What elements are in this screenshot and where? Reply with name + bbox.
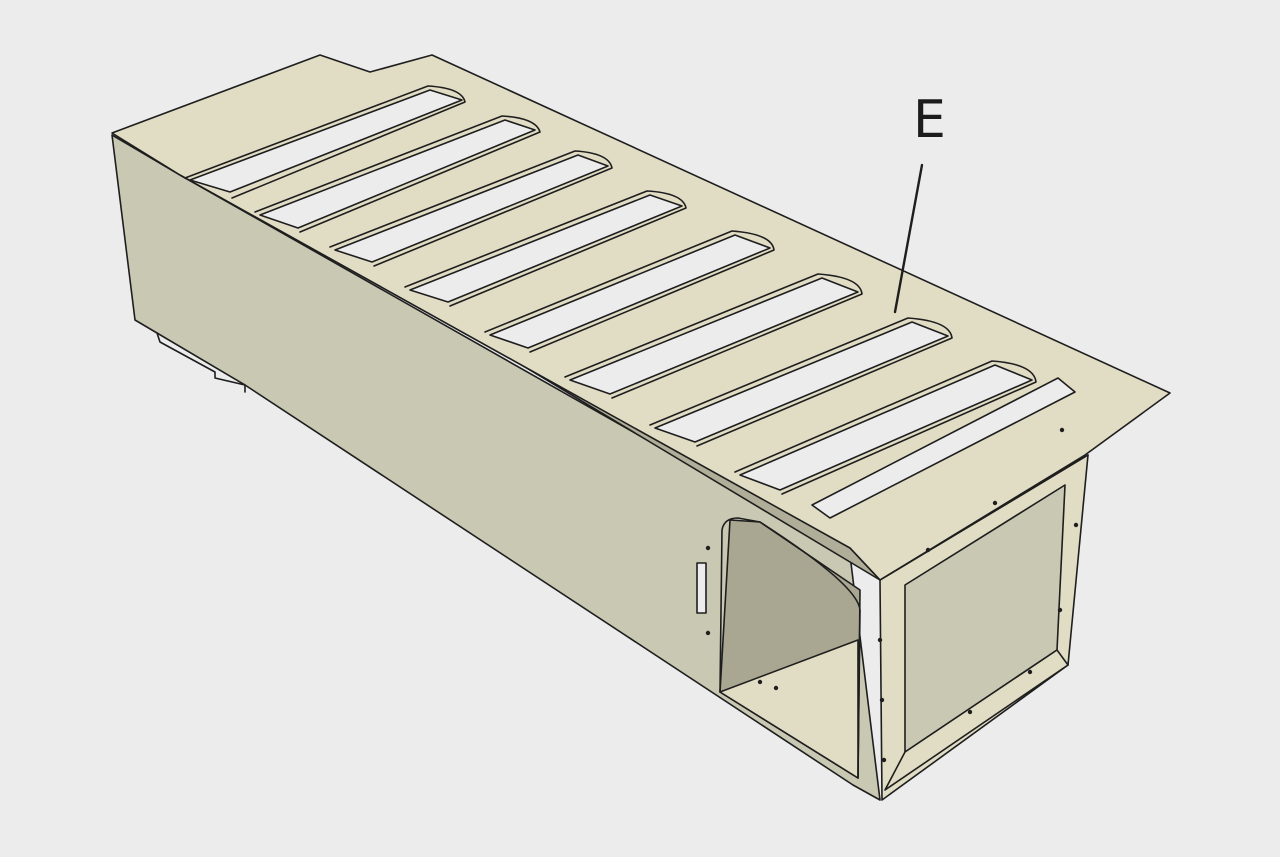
slat-ribs	[184, 85, 1037, 495]
side-panel	[111, 134, 881, 801]
end-bottom-shelf	[884, 649, 1069, 791]
foot-notches	[156, 332, 246, 393]
screw-holes	[705, 427, 1079, 763]
callout-label-e: E	[913, 90, 946, 150]
slat-openings	[189, 89, 1076, 519]
end-top-edge	[849, 454, 1089, 581]
callout-leader	[893, 163, 924, 314]
handle-slot	[696, 562, 707, 614]
front-opening-floor	[719, 639, 859, 779]
front-opening-arch	[719, 517, 861, 779]
